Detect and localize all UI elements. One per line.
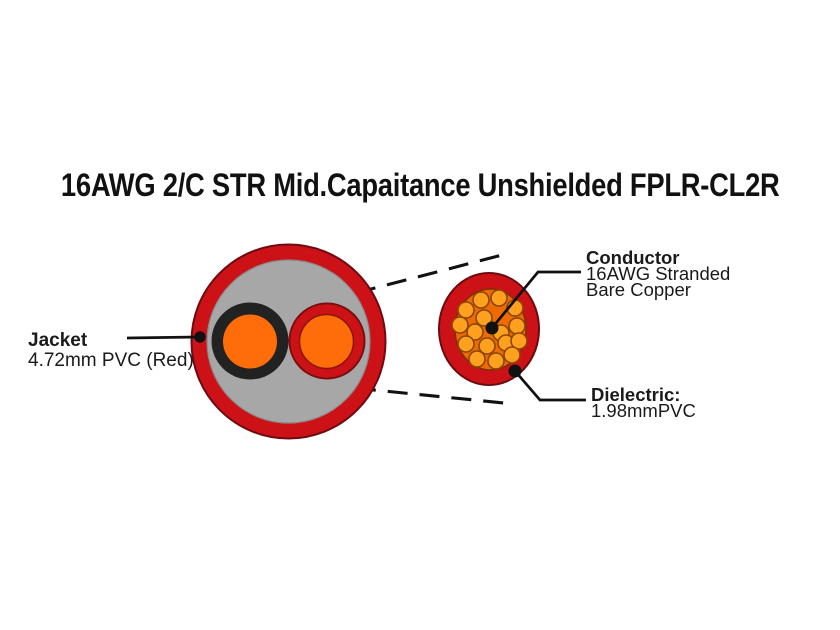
strand-circle xyxy=(466,323,484,341)
dielectric-callout: Dielectric: 1.98mmPVC xyxy=(591,384,696,421)
dielectric-leader-line xyxy=(513,370,586,402)
strand-circle xyxy=(478,337,496,355)
conductor-callout-heading: Conductor xyxy=(586,247,680,268)
strand-circle xyxy=(487,352,505,370)
dielectric-pointer-dot xyxy=(508,364,522,378)
conductor-pointer-dot xyxy=(485,321,499,335)
conductor-callout: Conductor 16AWG Stranded Bare Copper xyxy=(586,247,731,300)
conductor-leader-line xyxy=(490,270,581,329)
strand-circle xyxy=(503,346,521,364)
strand-circle xyxy=(490,289,508,307)
jacket-pointer-dot xyxy=(194,331,206,343)
conductor-callout-detail-1: 16AWG Stranded xyxy=(586,262,731,284)
dielectric-callout-detail: 1.98mmPVC xyxy=(591,399,696,421)
copper-strand-group xyxy=(451,289,528,370)
strand-circle xyxy=(510,332,528,350)
strand-circle xyxy=(457,301,475,319)
conductor2-copper-core xyxy=(298,313,355,370)
strand-circle xyxy=(468,350,486,368)
dielectric-callout-heading: Dielectric: xyxy=(591,384,681,405)
leader-pointer-dots xyxy=(194,321,522,378)
page-title: 16AWG 2/C STR Mid.Capaitance Unshielded … xyxy=(60,167,780,203)
jacket-leader-line xyxy=(126,335,199,340)
conductor1-copper-core xyxy=(223,314,277,369)
strand-circle xyxy=(475,309,493,327)
jacket-callout-heading: Jacket xyxy=(28,330,88,351)
conductor-callout-detail-2: Bare Copper xyxy=(586,278,691,300)
cable-cross-section xyxy=(190,243,387,440)
jacket-callout: Jacket 4.72mm PVC (Red) xyxy=(28,331,194,370)
strand-circle xyxy=(451,316,469,334)
strand-circle xyxy=(508,317,526,335)
jacket-callout-detail: 4.72mm PVC (Red) xyxy=(28,349,194,371)
strand-circle xyxy=(457,335,475,353)
strand-circle xyxy=(472,291,490,309)
filler-area xyxy=(206,259,371,424)
leader-lines xyxy=(126,270,586,402)
